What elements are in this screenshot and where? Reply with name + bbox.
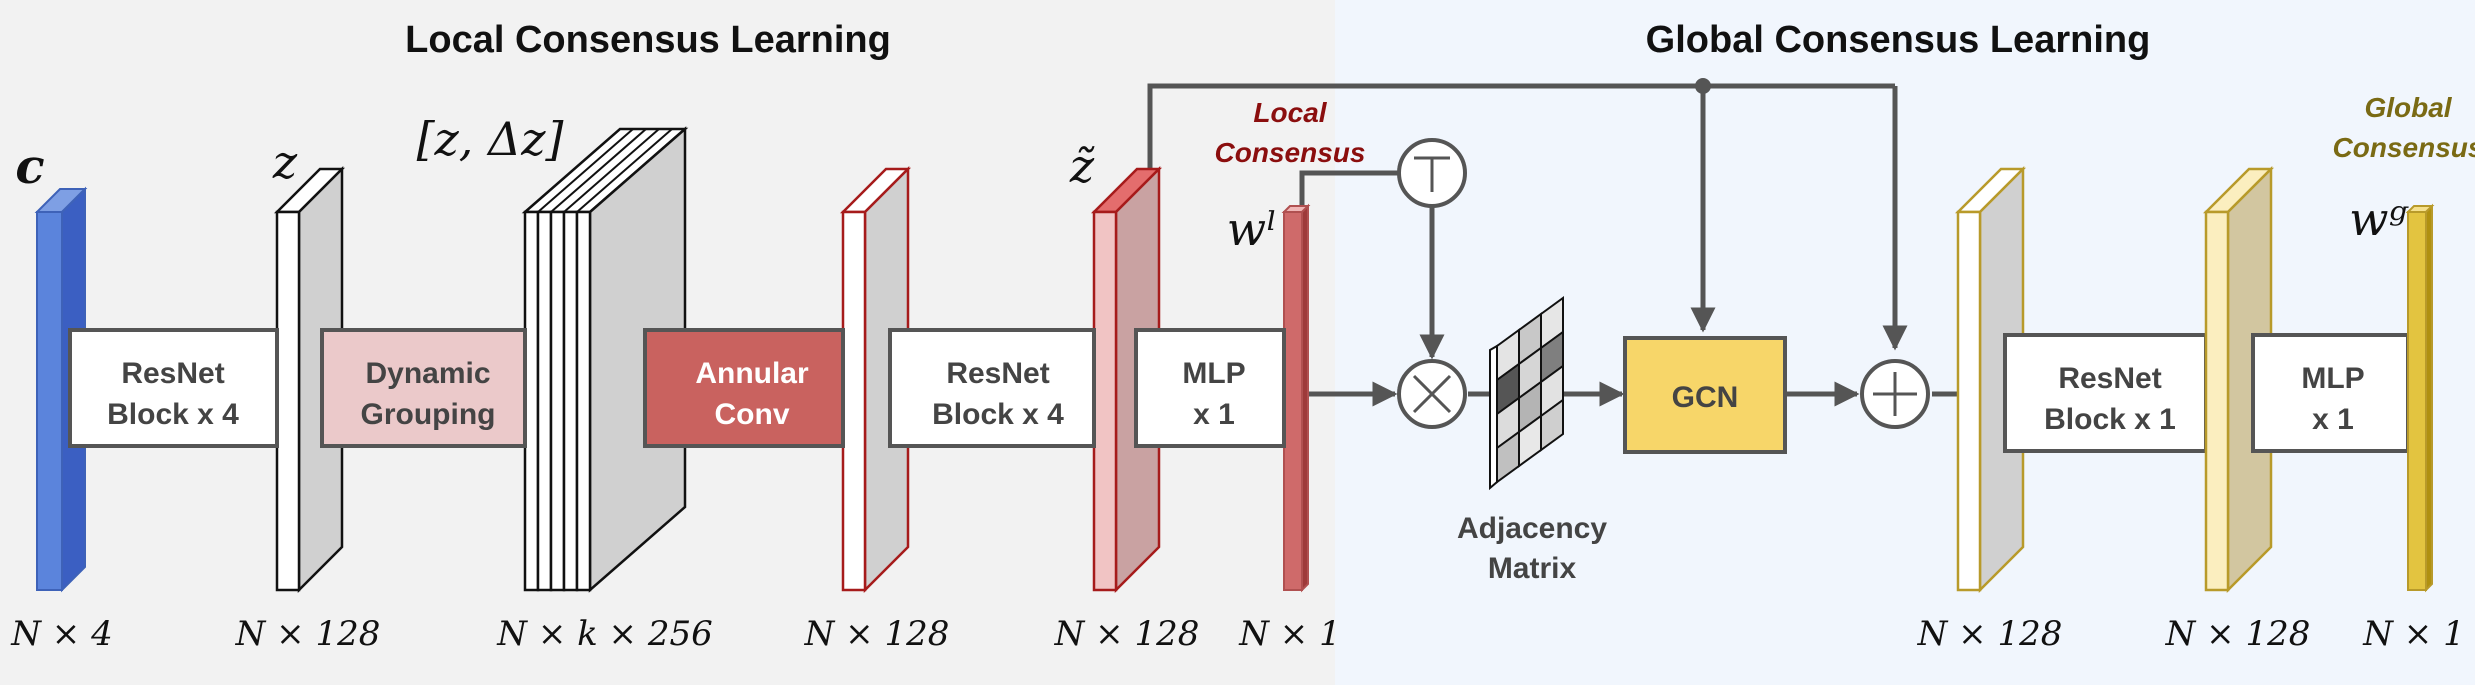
- global-consensus-sublabel: Consensus: [2333, 132, 2475, 163]
- line-to-transpose: [1299, 170, 1400, 210]
- dim-z-tilde: N × 128: [1054, 614, 1200, 654]
- feature-z-delta-stack: [521, 126, 689, 593]
- annular-conv-sublabel: Conv: [715, 398, 790, 431]
- add-operator: [1860, 359, 1930, 429]
- symbol-z-delta: [z, Δz]: [417, 112, 564, 166]
- adjacency-matrix-label: Adjacency: [1457, 512, 1607, 545]
- dim-c: N × 4: [10, 614, 113, 654]
- feature-global-1: [1954, 165, 2027, 594]
- mlp-global-label: MLP: [2301, 362, 2364, 395]
- local-section-title: Local Consensus Learning: [405, 19, 891, 61]
- dim-w-local: N × 1: [1238, 614, 1341, 654]
- feature-annular-output: [839, 165, 912, 594]
- dim-z: N × 128: [235, 614, 381, 654]
- annular-conv-label: Annular: [695, 357, 809, 390]
- feature-z-tilde: [1090, 165, 1163, 594]
- dynamic-grouping-box: [320, 328, 527, 448]
- resnet-block-1-box: [2003, 333, 2208, 453]
- dim-z-delta: N × k × 256: [496, 614, 712, 654]
- global-weight-bar: [2405, 203, 2435, 593]
- mlp-local-box: [1134, 328, 1286, 448]
- resnet-block-4-box-1: [68, 328, 279, 448]
- symbol-c: c: [15, 139, 44, 195]
- adjacency-matrix: [1489, 296, 1564, 491]
- dim-annular: N × 128: [804, 614, 950, 654]
- resnet-block-1-label: ResNet: [2058, 362, 2161, 395]
- local-consensus-label: Local: [1253, 97, 1327, 128]
- global-consensus-label: Global: [2364, 92, 2452, 123]
- dim-global-2: N × 128: [2165, 614, 2311, 654]
- transpose-operator: [1397, 138, 1467, 208]
- annular-conv-box: [643, 328, 845, 448]
- dynamic-grouping-sublabel: Grouping: [361, 398, 496, 431]
- gcn-label: GCN: [1672, 381, 1739, 414]
- resnet-block-4-box-2: [888, 328, 1096, 448]
- resnet-block-4-sublabel-1: Block x 4: [107, 398, 239, 431]
- gcn-box: [1623, 336, 1787, 454]
- local-weight-bar: [1281, 203, 1311, 593]
- resnet-block-4-sublabel-2: Block x 4: [932, 398, 1064, 431]
- multiply-operator: [1397, 359, 1467, 429]
- symbol-z-tilde: z̃: [1069, 139, 1095, 193]
- symbol-w-local: wˡ: [1227, 202, 1278, 256]
- mlp-global-sublabel: x 1: [2312, 403, 2354, 436]
- resnet-block-4-label-1: ResNet: [121, 357, 224, 390]
- resnet-block-1-sublabel: Block x 1: [2044, 403, 2176, 436]
- feature-c: [34, 186, 88, 593]
- local-consensus-sublabel: Consensus: [1215, 137, 1366, 168]
- mlp-local-sublabel: x 1: [1193, 398, 1235, 431]
- symbol-w-global: wᵍ: [2349, 192, 2409, 246]
- feature-global-2: [2202, 165, 2275, 594]
- symbol-z: z: [272, 135, 298, 189]
- dim-global-1: N × 128: [1917, 614, 2063, 654]
- mlp-local-label: MLP: [1182, 357, 1245, 390]
- dim-w-global: N × 1: [2362, 614, 2465, 654]
- resnet-block-4-label-2: ResNet: [946, 357, 1049, 390]
- skip-connection-line: [1147, 83, 1895, 170]
- global-section-title: Global Consensus Learning: [1646, 19, 2151, 61]
- adjacency-matrix-sublabel: Matrix: [1488, 552, 1577, 585]
- dynamic-grouping-label: Dynamic: [365, 357, 490, 390]
